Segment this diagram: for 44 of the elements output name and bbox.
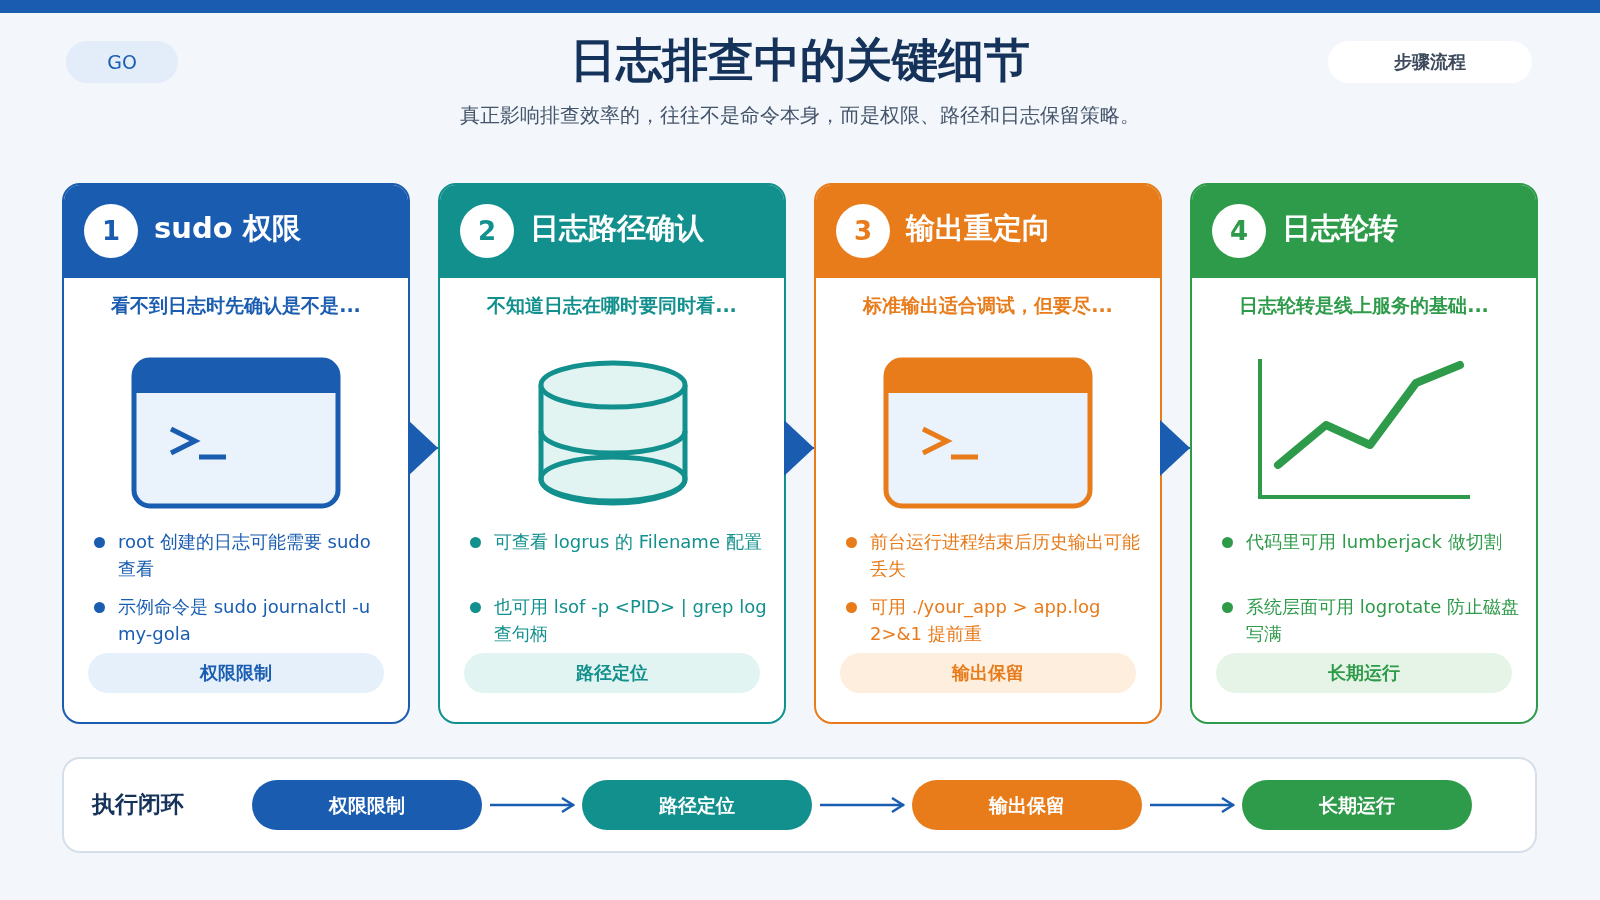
flow-arrow [408, 420, 439, 476]
step-summary: 看不到日志时先确认是不是... [110, 293, 362, 318]
panel-title: 执行闭环 [92, 790, 184, 819]
flow-arrow [1160, 420, 1191, 476]
flow-arrow [784, 420, 815, 476]
language-tag: GO [66, 41, 178, 83]
step-number: 3 [836, 204, 890, 258]
page-title: 日志排查中的关键细节 [570, 32, 1030, 89]
bullet-item: 代码里可用 lumberjack 做切割 [1220, 528, 1522, 555]
subtitle: 真正影响排查效率的，往往不是命令本身，而是权限、路径和日志保留策略。 [460, 102, 1140, 129]
step-summary: 不知道日志在哪时要同时看... [486, 293, 738, 318]
step-title: 输出重定向 [906, 210, 1051, 247]
category-tag: 路径定位 [464, 653, 760, 693]
bullet-item: 系统层面可用 logrotate 防止磁盘写满 [1220, 593, 1522, 647]
step-summary: 标准输出适合调试，但要尽... [861, 293, 1114, 318]
arrow [1150, 796, 1235, 814]
arrow [490, 796, 575, 814]
step-summary: 日志轮转是线上服务的基础... [1238, 293, 1490, 318]
stage-pill: 长期运行 [1242, 780, 1472, 830]
category-tag: 长期运行 [1216, 653, 1512, 693]
bullet-item: 可查看 logrus 的 Filename 配置 [468, 528, 770, 555]
step-title: sudo 权限 [154, 210, 301, 247]
step-card [814, 183, 1162, 724]
step-number: 2 [460, 204, 514, 258]
stage-pill: 路径定位 [582, 780, 812, 830]
step-title: 日志轮转 [1282, 210, 1398, 247]
section-tag: 步骤流程 [1328, 41, 1532, 83]
step-card [438, 183, 786, 724]
stage-pill: 输出保留 [912, 780, 1142, 830]
step-number: 4 [1212, 204, 1266, 258]
category-tag: 输出保留 [840, 653, 1136, 693]
bullet-item: root 创建的日志可能需要 sudo 查看 [92, 528, 394, 582]
stage-pill: 权限限制 [252, 780, 482, 830]
summary-panel [62, 757, 1537, 853]
category-tag: 权限限制 [88, 653, 384, 693]
bullet-item: 前台运行进程结束后历史输出可能丢失 [844, 528, 1146, 582]
bullet-item: 示例命令是 sudo journalctl -u my-gola [92, 593, 394, 647]
step-number: 1 [84, 204, 138, 258]
bullet-item: 也可用 lsof -p <PID> | grep log 查句柄 [468, 593, 770, 647]
step-card [62, 183, 410, 724]
step-title: 日志路径确认 [530, 210, 704, 247]
step-card [1190, 183, 1538, 724]
arrow [820, 796, 905, 814]
bullet-item: 可用 ./your_app > app.log 2>&1 提前重 [844, 593, 1146, 647]
